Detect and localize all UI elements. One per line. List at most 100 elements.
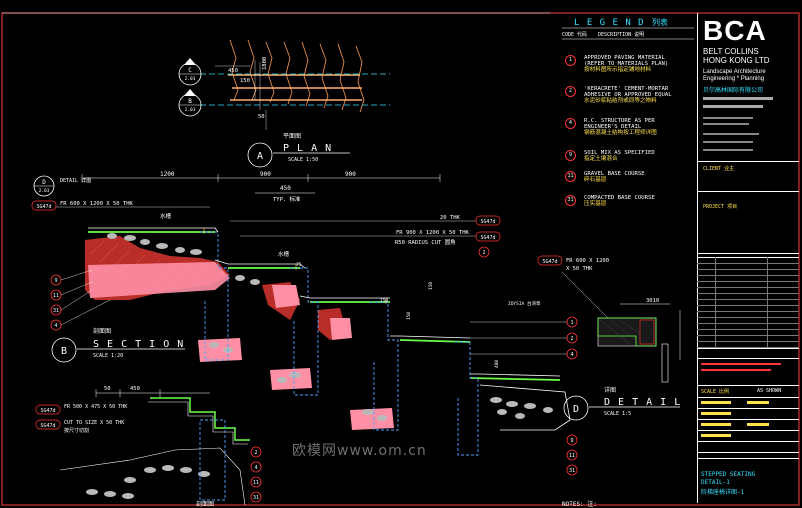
plan-dim-1800: 1800 [262, 57, 268, 70]
svg-text:9: 9 [570, 438, 573, 444]
detail-scale: SCALE 1:5 [604, 411, 631, 417]
plan-ref-top-code: C [188, 67, 192, 74]
section-c-view: 50 450 SG47d FR 500 X 475 X 50 THK SG47d… [35, 386, 262, 508]
plan-title-block: A 平面图 P L A N SCALE 1:50 [247, 133, 350, 168]
svg-text:11: 11 [569, 453, 575, 459]
legend-item-4-l2: 指定土壤混合 [584, 156, 618, 162]
legend-code-5: 11 [565, 171, 576, 182]
plan-dim-450: 450 [228, 68, 238, 74]
section-c-callouts: 2 4 11 31 [250, 446, 262, 503]
detail-view: SG47d FR 600 X 1200 X 50 THK 3010 D 详图 D… [537, 255, 681, 508]
water-label-1: 水槽 [160, 212, 172, 220]
detail-title-cn: 详图 [604, 386, 616, 394]
section-title-cn: 剖面图 [93, 327, 111, 335]
title-block: BCA BELT COLLINS HONG KONG LTD Landscape… [697, 13, 799, 505]
water-label-2: 水槽 [278, 250, 290, 258]
legend-code-3: 4 [565, 118, 576, 129]
legend-item-6-l2: 压实基层 [584, 201, 607, 207]
svg-text:SG47d: SG47d [40, 423, 55, 429]
legend-code-2: 2 [565, 86, 576, 97]
section-title: S E C T I O N [93, 339, 184, 350]
detail-fr-label-2: X 50 THK [566, 266, 593, 272]
company-name-1: BELT COLLINS [703, 47, 759, 56]
legend-item-1-l3: 按材料图所示指定铺地材料 [584, 67, 652, 73]
gravel-fill [107, 233, 553, 421]
svg-text:11: 11 [253, 480, 259, 486]
plan-title-cn: 平面图 [283, 133, 301, 140]
svg-text:SG47d: SG47d [40, 408, 55, 414]
legend-item-1-l2: (REFER TO MATERIALS PLAN) [584, 61, 669, 67]
sg-tag-1: SG47d [31, 200, 57, 211]
sg-tag-6: SG47d [537, 255, 563, 266]
plan-ref-bot-code: B [188, 98, 192, 105]
legend-item-5-l2: 碎石基层 [584, 177, 607, 183]
legend-item-2-l3: 水泥砂浆粘结剂或同等之物料 [584, 98, 657, 104]
dim-450-b: 450 [130, 386, 140, 392]
svg-text:SG47d: SG47d [36, 204, 51, 210]
project-label: PROJECT 项目 [703, 204, 738, 210]
dim-900-a: 900 [260, 171, 271, 178]
legend-item-1-l1: APPROVED PAVING MATERIAL [584, 55, 665, 61]
svg-text:4: 4 [254, 465, 257, 471]
svg-text:31: 31 [569, 468, 575, 474]
legend-item-2-l1: 'KERACRETE' CEMENT-MORTAR [584, 86, 669, 92]
legend-item-3-l3: 钢筋混凝土结构按工程师详图 [584, 130, 657, 136]
svg-text:1: 1 [570, 320, 573, 326]
svg-text:SG47d: SG47d [542, 259, 557, 265]
legend-code-4: 9 [565, 150, 576, 161]
cut-size-cn: 按尺寸切割 [64, 427, 89, 434]
detail-ref-sheet: 2.03 [39, 188, 50, 194]
plan-ref-top-sheet: 2.03 [185, 76, 196, 82]
svg-text:SG47d: SG47d [480, 235, 495, 241]
section-view: D 2.03 DETAIL 详图 1200 900 900 450 TYP. 标… [31, 171, 578, 476]
legend-col-code: CODE 代码 [562, 31, 587, 38]
fr-600-label: FR 600 X 1200 X 50 THK [60, 201, 134, 207]
dim-900-b: 900 [345, 171, 356, 178]
plan-title: P L A N [283, 143, 332, 154]
detail-code: D [573, 404, 579, 415]
company-name-cn: 贝尔高林国际有限公司 [703, 87, 764, 94]
notes-label: NOTES: 注: [562, 500, 597, 508]
detail-title-block: D 详图 D E T A I L SCALE 1:5 [563, 386, 681, 421]
base-course-fill [88, 262, 394, 430]
dim-400: 400 [494, 360, 500, 368]
scale-value: AS SHOWN [757, 388, 782, 394]
grass-label: ZOYSIA 台湾草 [508, 300, 541, 307]
svg-text:9: 9 [54, 278, 57, 284]
client-label: CLIENT 业主 [703, 166, 735, 172]
section-callouts: 9 11 31 4 [50, 269, 111, 331]
plan-section-marker-c: C 2.03 [178, 58, 202, 86]
detail-title: D E T A I L [604, 397, 681, 408]
svg-text:31: 31 [253, 495, 259, 501]
company-logo: BCA [703, 15, 767, 46]
sg-tag-3: SG47d [475, 231, 501, 242]
legend-code-6: 31 [565, 195, 576, 206]
discipline-1: Landscape Architecture [703, 69, 766, 75]
thk20-label: 20 THK [440, 215, 461, 221]
legend-code-1: 1 [565, 55, 576, 66]
svg-text:4: 4 [54, 323, 57, 329]
plan-section-marker-b: B 2.03 [178, 89, 202, 117]
company-name-2: HONG KONG LTD [703, 56, 770, 65]
sheet-title-cn: 阶梯座椅详图-1 [701, 489, 745, 496]
plan-code: A [257, 151, 263, 162]
radius-cut-label: R50 RADIUS CUT 圆角 [395, 238, 456, 246]
plan-dim-50: 50 [258, 114, 265, 120]
scale-label: SCALE 比例 [701, 389, 730, 395]
legend-item-3-l2: ENGINEER'S DETAIL [584, 124, 642, 130]
section-c-title-cn: 剖面图 [196, 500, 214, 508]
plan-ref-bot-sheet: 2.03 [185, 107, 196, 113]
legend-item-3-l1: R.C. STRUCTURE AS PER [584, 118, 655, 124]
detail-fr-label: FR 600 X 1200 [566, 258, 609, 264]
section-callouts-right: 1 2 4 9 11 31 [470, 316, 578, 476]
step-outline [88, 227, 571, 431]
dim-150-b: 150 [406, 312, 412, 320]
detail-marker: D 2.03 DETAIL 详图 [33, 175, 91, 197]
fr-500-label: FR 500 X 475 X 50 THK [64, 404, 127, 410]
svg-text:11: 11 [53, 293, 59, 299]
svg-text:31: 31 [53, 308, 59, 314]
svg-text:4: 4 [570, 352, 573, 358]
svg-text:2: 2 [482, 250, 485, 256]
svg-text:2: 2 [254, 450, 257, 456]
